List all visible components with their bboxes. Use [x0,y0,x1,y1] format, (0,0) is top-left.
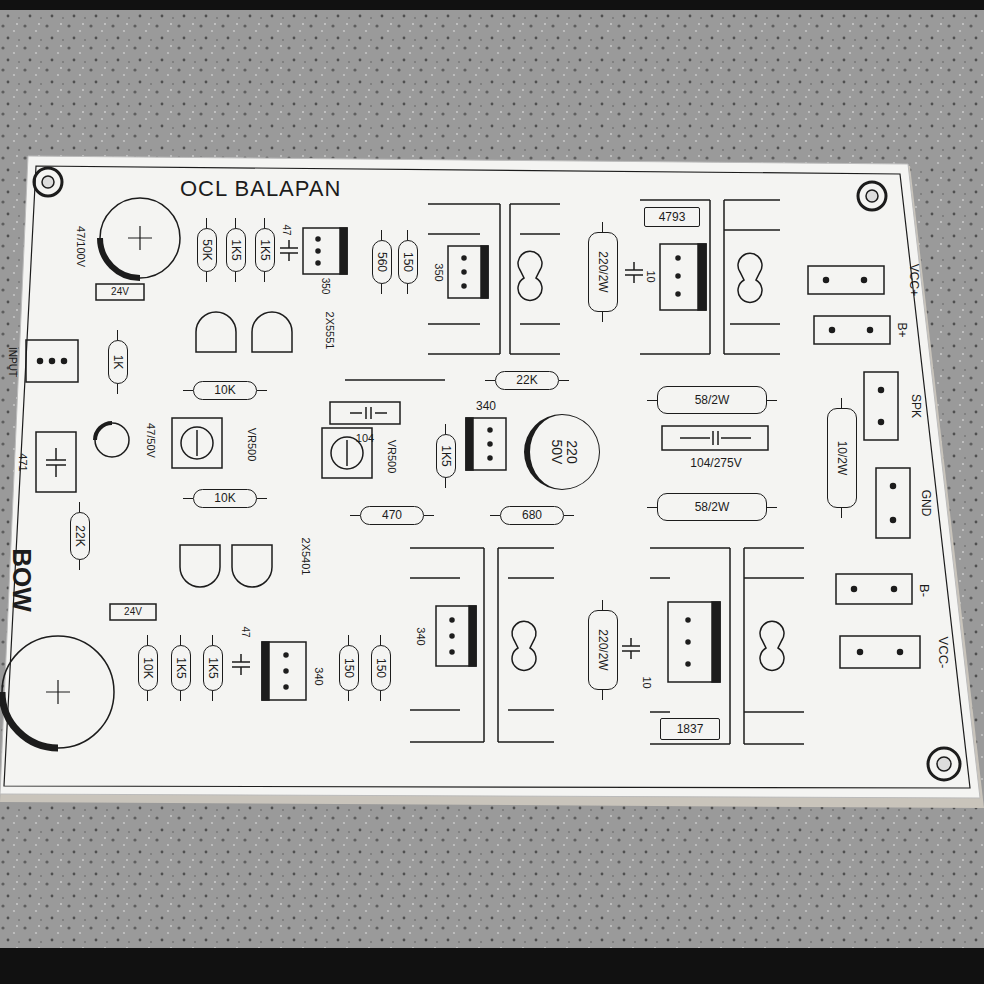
silkscreen-label: BOW [9,548,35,612]
silkscreen-label: SPK [910,394,922,418]
resistor-symbol: 560 [372,240,392,284]
board-outline [4,166,970,788]
silkscreen-label: 104 [356,433,374,444]
part-value: 150 [402,252,415,272]
silkscreen-label: VR500 [246,427,257,461]
part-box: 1837 [660,718,720,740]
resistor-symbol: 1K5 [203,645,223,691]
silkscreen-label: INPUT [7,347,17,377]
silkscreen-label: 24V [111,287,129,297]
silkscreen-label: 47/50V [145,423,156,458]
part-value: 10/2W [836,441,849,476]
part-value: 1K5 [175,657,188,678]
silkscreen-label: 340 [312,667,323,685]
part-value: 22K [74,525,87,546]
part-value: 680 [522,509,542,522]
resistor-symbol: 1K5 [255,228,275,272]
part-value: 58/2W [695,501,730,514]
part-value: 1K5 [207,657,220,678]
resistor-symbol: 150 [371,645,391,691]
silkscreen-label: VCC+ [908,264,920,296]
resistor-symbol: 220/2W [588,232,618,312]
resistor-symbol: 220/2W [588,610,618,690]
silkscreen-label: VCC- [938,636,951,668]
resistor-symbol: 58/2W [657,493,767,521]
part-value: 58/2W [695,394,730,407]
silkscreen-label: 350 [432,263,443,281]
silkscreen-label: 10 [641,676,652,688]
part-value: 50V [550,440,565,465]
resistor-symbol: 150 [339,645,359,691]
part-value: 150 [343,658,356,678]
part-box: 4793 [644,207,700,227]
silkscreen-label: 350 [320,278,330,295]
silkscreen-label: 47/100V [74,226,85,267]
part-value: 220 [565,440,580,463]
part-value: 50K [201,239,214,260]
resistor-symbol: 470 [360,506,424,525]
part-value: 1K [112,355,125,370]
capacitor-symbol: 22050V [524,414,600,490]
resistor-symbol: 1K [108,340,128,384]
part-value: 4793 [659,211,686,224]
part-value: 1K5 [440,445,453,466]
resistor-symbol: 22K [495,371,559,390]
resistor-symbol: 1K5 [171,645,191,691]
silkscreen-label: 2X5551 [325,311,336,349]
silkscreen-label: 24V [124,607,142,617]
silkscreen-label: 104/275V [690,457,741,469]
part-value: 560 [376,252,389,272]
silkscreen-label: VR500 [386,439,397,473]
part-value: 10K [214,384,235,397]
silkscreen-label: 2X5401 [301,537,312,575]
resistor-symbol: 10K [138,645,158,691]
resistor-symbol: 22K [70,512,90,560]
part-value: 470 [382,509,402,522]
silkscreen-label: 10 [645,270,656,282]
part-value: 1K5 [230,239,243,260]
silkscreen-label: 471 [16,453,27,471]
part-value: 1837 [677,723,704,736]
board-title: OCL BALAPAN [180,176,341,202]
resistor-symbol: 58/2W [657,386,767,414]
resistor-symbol: 10K [193,489,257,508]
resistor-symbol: 1K5 [436,434,456,478]
part-value: 220/2W [597,629,610,670]
resistor-symbol: 10K [193,381,257,400]
pcb-board [0,156,980,798]
silkscreen-label: 47 [281,224,291,235]
part-value: 150 [375,658,388,678]
resistor-symbol: 50K [197,228,217,272]
silkscreen-label: B- [918,584,931,597]
part-value: 22K [516,374,537,387]
part-value: 10K [142,657,155,678]
part-value: 1K5 [259,239,272,260]
silkscreen-label: 47 [240,626,250,637]
silkscreen-label: B+ [896,322,908,337]
resistor-symbol: 680 [500,506,564,525]
frame-bar [0,948,984,984]
resistor-symbol: 10/2W [827,408,857,508]
frame-bar [0,0,984,10]
silkscreen-label: 340 [414,627,425,645]
resistor-symbol: 1K5 [226,228,246,272]
resistor-symbol: 150 [398,240,418,284]
silkscreen-label: GND [920,490,932,517]
part-value: 220/2W [597,251,610,292]
silkscreen-label: 340 [476,400,496,412]
part-value: 10K [214,492,235,505]
